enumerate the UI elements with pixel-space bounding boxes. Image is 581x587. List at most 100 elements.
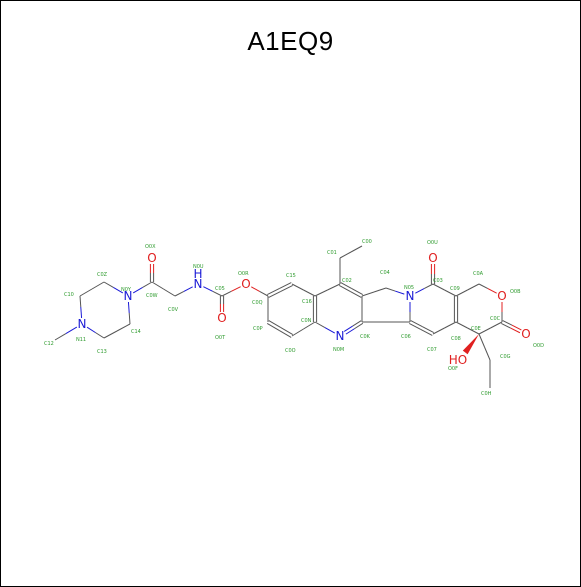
atom-label: C06 <box>401 334 411 340</box>
wedge-bond <box>462 334 479 355</box>
bond <box>132 281 153 294</box>
atom-label: C03 <box>433 278 443 284</box>
atom-label: C0A <box>473 271 484 277</box>
atom-label: C0H <box>481 391 492 397</box>
bond <box>415 283 434 294</box>
bond <box>149 264 155 282</box>
atom-label: C0E <box>471 326 481 332</box>
atom-label: C0K <box>360 334 371 340</box>
bond <box>86 326 105 339</box>
bond <box>343 320 364 335</box>
atom-label: C15 <box>286 273 296 279</box>
atom-label: C0G <box>500 354 511 360</box>
atom-label: C12 <box>44 341 54 347</box>
bond <box>314 321 336 334</box>
element-symbol: O <box>217 311 226 325</box>
bond <box>251 286 269 297</box>
bond <box>79 295 83 319</box>
atom-label: C0P <box>253 326 263 332</box>
bond <box>501 320 522 334</box>
atom-label: C08 <box>451 336 461 342</box>
atom-label: C0C <box>490 316 501 322</box>
bond <box>291 321 316 337</box>
bond <box>430 264 436 284</box>
bond <box>203 286 223 297</box>
atom-label: C00 <box>362 239 372 245</box>
bond <box>314 283 341 297</box>
bond <box>361 287 387 297</box>
element-symbol: O <box>241 277 250 291</box>
bond <box>174 286 193 297</box>
element-symbol: O <box>147 251 156 265</box>
atom-label: N0Y <box>121 287 132 293</box>
bond <box>103 323 131 339</box>
atom-label: C0V <box>168 307 179 313</box>
element-symbol: H <box>193 267 202 281</box>
atom-label: C09 <box>450 286 460 292</box>
element-symbol: N <box>336 329 345 343</box>
atom-label: C01 <box>327 250 337 256</box>
atom-label: C13 <box>97 349 107 355</box>
bond <box>266 320 294 338</box>
element-symbol: N <box>406 289 415 303</box>
atom-label: O0D <box>533 343 544 349</box>
atom-label: O0F <box>448 366 458 372</box>
bond <box>338 282 364 298</box>
element-symbol: N <box>78 317 87 331</box>
bond <box>478 283 497 294</box>
element-symbol: HO <box>449 353 467 367</box>
bond <box>151 281 176 297</box>
atom-label: O0B <box>510 289 521 295</box>
bond <box>432 283 457 297</box>
bond <box>455 283 480 297</box>
atom-label: O0U <box>427 240 438 246</box>
bond <box>219 296 225 312</box>
bond <box>478 333 491 361</box>
atom-label: C0Q <box>252 300 263 306</box>
element-symbol: N <box>124 289 133 303</box>
atom-label: C14 <box>131 329 141 335</box>
bonds-layer <box>54 245 522 388</box>
atom-label: O0R <box>238 271 249 277</box>
atom-label: N11 <box>76 337 86 343</box>
bond <box>455 321 480 335</box>
atom-label: C02 <box>342 278 352 284</box>
atom-label: N05 <box>404 285 414 291</box>
element-symbol: O <box>521 327 530 341</box>
atom-label: C0N <box>301 318 312 324</box>
bond <box>478 321 503 335</box>
bond <box>103 281 124 294</box>
bond <box>453 296 459 322</box>
bond <box>127 301 131 325</box>
bond <box>221 286 241 297</box>
bond <box>409 320 434 336</box>
bond <box>291 283 316 297</box>
atom-label: C05 <box>215 286 225 292</box>
atom-label: C10 <box>64 292 74 298</box>
atom-label: O0T <box>215 335 226 341</box>
atom-label: O0X <box>145 244 156 250</box>
bond <box>432 321 457 335</box>
atom-label: C0W <box>146 293 158 299</box>
element-symbol: N <box>194 277 203 291</box>
element-symbol: O <box>428 251 437 265</box>
bond <box>79 281 105 297</box>
element-symbol: O <box>497 289 506 303</box>
atom-label: C07 <box>427 347 437 353</box>
bond <box>339 245 363 259</box>
atom-label: N0M <box>333 347 344 353</box>
bond <box>385 287 405 295</box>
atom-label: C16 <box>302 299 312 305</box>
bond <box>267 282 293 298</box>
atom-label: N0U <box>193 264 204 270</box>
atom-label: C04 <box>380 270 390 276</box>
bond <box>54 326 78 341</box>
atom-label: C0O <box>285 348 296 354</box>
page-title: A1EQ9 <box>247 26 334 56</box>
bond <box>312 296 318 322</box>
atom-label: C0Z <box>97 272 108 278</box>
